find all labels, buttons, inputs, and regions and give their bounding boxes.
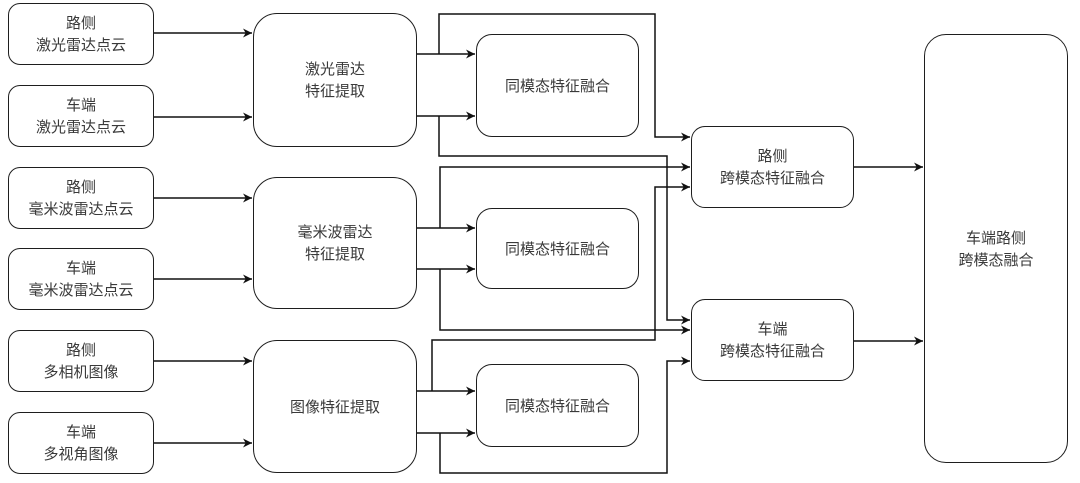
node-image-feature-extraction: 图像特征提取: [253, 340, 417, 473]
node-road-multicamera-images: 路侧 多相机图像: [8, 330, 154, 392]
node-label-line2: 特征提取: [304, 82, 365, 100]
node-mmwave-feature-extraction: 毫米波雷达 特征提取: [253, 177, 417, 309]
node-vehicle-cross-modal-fusion: 车端 跨模态特征融合: [691, 299, 854, 381]
node-road-mmwave-pointcloud: 路侧 毫米波雷达点云: [8, 167, 154, 229]
node-label-line1: 图像特征提取: [289, 397, 380, 416]
node-label-line1: 路侧: [65, 341, 96, 359]
node-label-line2: 毫米波雷达点云: [28, 281, 134, 299]
node-label-line2: 跨模态特征融合: [719, 169, 825, 187]
edge-lidar-to-vehicle-cross-modal: [438, 116, 690, 325]
node-vehicle-mmwave-pointcloud: 车端 毫米波雷达点云: [8, 248, 154, 310]
node-vehicle-road-cross-modal-fusion: 车端路侧 跨模态融合: [924, 34, 1068, 463]
node-label-line2: 跨模态特征融合: [719, 342, 825, 360]
node-label-line2: 特征提取: [304, 245, 365, 263]
edge-image-to-road-cross-modal: [431, 182, 690, 391]
node-road-cross-modal-fusion: 路侧 跨模态特征融合: [691, 126, 854, 208]
node-label-line2: 多视角图像: [43, 445, 119, 463]
node-label-line2: 激光雷达点云: [35, 118, 126, 136]
node-label: 同模态特征融合: [504, 239, 610, 258]
edge-mmwave-to-road-cross-modal: [439, 162, 690, 228]
node-label: 同模态特征融合: [504, 396, 610, 415]
node-label-line2: 毫米波雷达点云: [28, 200, 134, 218]
node-vehicle-lidar-pointcloud: 车端 激光雷达点云: [8, 85, 154, 147]
node-label-line1: 毫米波雷达: [297, 223, 373, 241]
node-label-line1: 车端: [757, 320, 788, 338]
node-label-line2: 激光雷达点云: [35, 36, 126, 54]
node-label-line1: 路侧: [65, 178, 96, 196]
node-label-line1: 车端: [65, 96, 96, 114]
node-label-line1: 路侧: [757, 147, 788, 165]
node-label-line1: 路侧: [65, 14, 96, 32]
node-road-lidar-pointcloud: 路侧 激光雷达点云: [8, 3, 154, 65]
edge-mmwave-to-vehicle-cross-modal: [439, 269, 690, 335]
node-mmwave-same-modal-fusion: 同模态特征融合: [476, 208, 639, 289]
node-label-line1: 车端: [65, 423, 96, 441]
node-label: 同模态特征融合: [504, 76, 610, 95]
node-label-line1: 车端: [65, 259, 96, 277]
node-image-same-modal-fusion: 同模态特征融合: [476, 364, 639, 447]
node-vehicle-multiview-images: 车端 多视角图像: [8, 412, 154, 474]
node-lidar-same-modal-fusion: 同模态特征融合: [476, 34, 639, 137]
node-label-line1: 车端路侧: [965, 228, 1026, 247]
node-label-line2: 多相机图像: [43, 363, 119, 381]
edge-lidar-to-road-cross-modal: [438, 13, 690, 142]
edge-image-to-vehicle-cross-modal: [439, 356, 690, 474]
node-lidar-feature-extraction: 激光雷达 特征提取: [253, 13, 417, 147]
node-label-line1: 激光雷达: [304, 60, 365, 78]
node-label-line2: 跨模态融合: [958, 250, 1034, 269]
